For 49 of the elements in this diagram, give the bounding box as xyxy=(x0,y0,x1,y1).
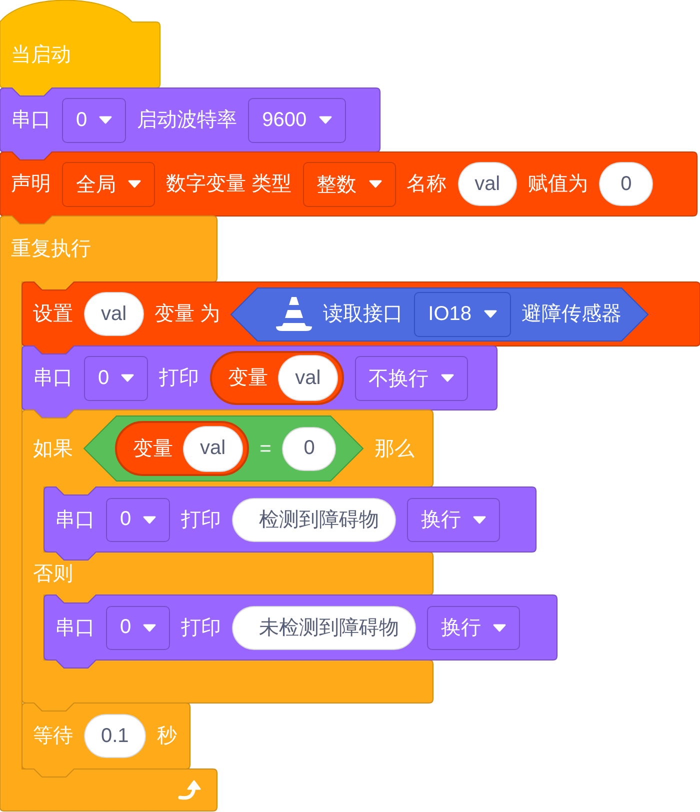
command-block xyxy=(44,595,557,668)
dropdown-menu: 0 xyxy=(84,356,148,400)
block-label: 读取接口 xyxy=(323,302,404,326)
block-label: 打印 xyxy=(159,366,200,390)
block-label: 名称 xyxy=(406,172,447,196)
block-label: 秒 xyxy=(156,724,177,748)
block-label: 串口 xyxy=(55,616,95,640)
command-block xyxy=(0,152,697,224)
variable-reporter xyxy=(210,351,344,405)
block-label: 串口 xyxy=(11,108,51,132)
block-label: 变量 xyxy=(133,436,173,460)
block-label: 等待 xyxy=(33,724,73,748)
input-field: 未检测到障碍物 xyxy=(232,606,416,650)
command-block xyxy=(44,487,536,560)
variable-reporter xyxy=(115,421,249,476)
block-label: 串口 xyxy=(33,366,73,390)
block-label: 如果 xyxy=(33,436,73,460)
input-field: 检测到障碍物 xyxy=(232,498,396,542)
block-label: 打印 xyxy=(181,616,222,640)
input-field: val xyxy=(278,355,338,401)
dropdown-menu: 0 xyxy=(106,498,170,542)
dropdown-menu: 9600 xyxy=(248,98,346,142)
block-label: 串口 xyxy=(55,508,95,532)
dropdown-menu: 0 xyxy=(62,98,126,142)
input-field: val xyxy=(183,426,243,472)
sensor-reporter xyxy=(231,288,648,340)
block-label: 那么 xyxy=(374,436,414,460)
block-label: 设置 xyxy=(33,302,73,326)
dropdown-menu: 换行 xyxy=(407,498,500,542)
block-label: 启动波特率 xyxy=(137,108,238,132)
block-label: 打印 xyxy=(181,508,222,532)
dropdown-menu: 换行 xyxy=(427,606,520,650)
dropdown-menu: 0 xyxy=(106,606,170,650)
block-label: 声明 xyxy=(11,172,51,196)
block-label: 赋值为 xyxy=(528,172,588,196)
block-label: 变量 为 xyxy=(154,302,220,326)
block-label: 否则 xyxy=(33,562,73,586)
dropdown-menu: 整数 xyxy=(302,162,396,206)
block-label: 数字变量 类型 xyxy=(166,172,292,196)
dropdown-menu: IO18 xyxy=(414,292,510,336)
event-hat-block xyxy=(0,0,160,96)
block-label: 当启动 xyxy=(11,43,71,67)
block-label: 避障传感器 xyxy=(522,302,622,326)
command-block xyxy=(22,282,700,354)
block-label: = xyxy=(260,436,272,460)
dropdown-menu: 不换行 xyxy=(354,356,468,400)
block-label: 重复执行 xyxy=(11,237,91,261)
block-label: 变量 xyxy=(228,366,268,390)
dropdown-menu: 全局 xyxy=(62,162,155,206)
